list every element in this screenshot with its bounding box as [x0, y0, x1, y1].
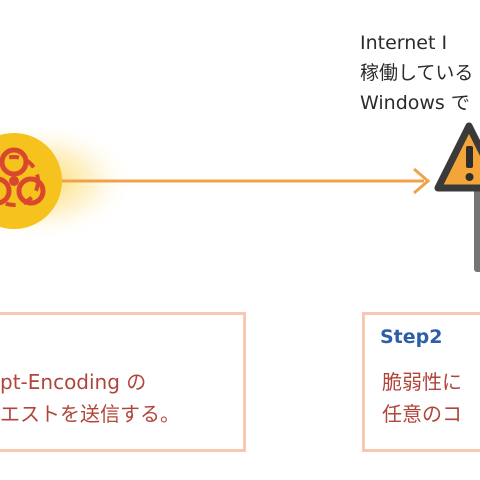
- step1-description: pt-Encoding の エストを送信する。: [0, 366, 240, 430]
- step2-title: Step2: [380, 326, 443, 348]
- step1-line-2: エストを送信する。: [0, 402, 180, 426]
- step2-line-1: 脆弱性に: [382, 370, 462, 394]
- step1-box: [0, 312, 246, 452]
- server-line-2: 稼働している: [360, 62, 474, 84]
- server-line-3: Windows で: [360, 92, 470, 114]
- biohazard-icon: [0, 133, 62, 229]
- step2-line-2: 任意のコ: [382, 402, 462, 426]
- warning-triangle-icon: [434, 122, 480, 192]
- server-line-1: Internet I: [360, 32, 448, 54]
- step2-box: [362, 312, 480, 452]
- request-arrow: [62, 167, 431, 195]
- step1-line-1: pt-Encoding の: [0, 370, 147, 394]
- step2-description: 脆弱性に 任意のコ: [382, 366, 480, 430]
- server-description: Internet I 稼働している Windows で: [360, 28, 480, 118]
